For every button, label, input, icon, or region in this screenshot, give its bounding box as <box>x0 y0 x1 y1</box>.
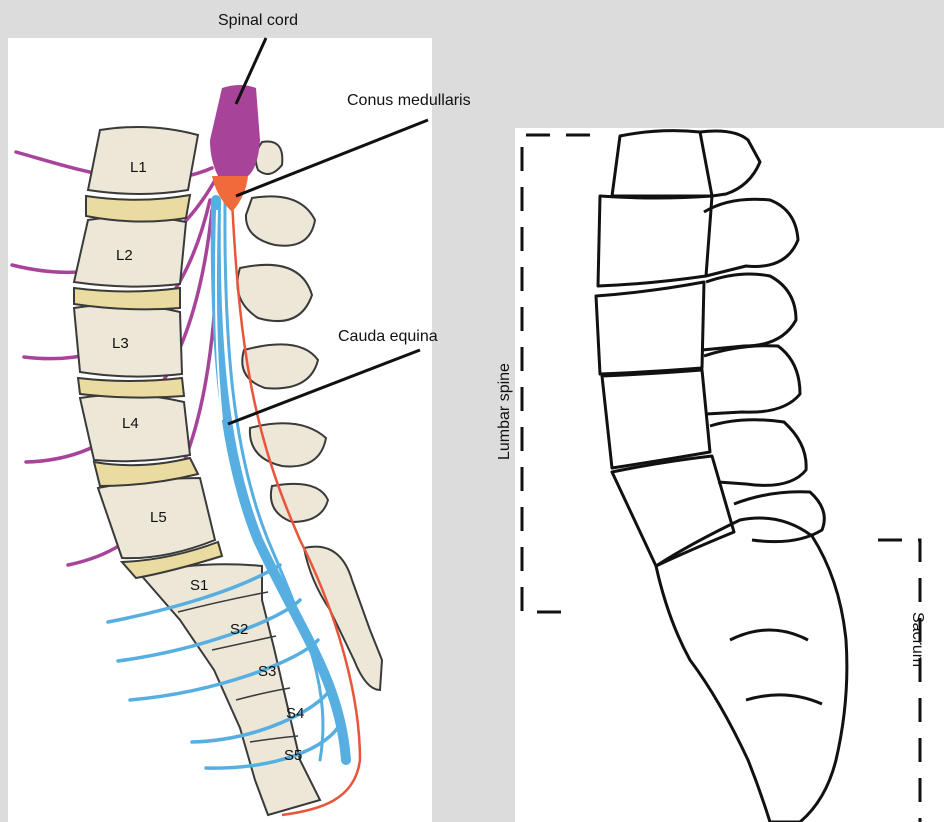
vertebra-label: L3 <box>112 335 129 352</box>
conus-medullaris-label: Conus medullaris <box>347 92 471 110</box>
lumbar-bracket <box>522 135 590 612</box>
sacrum-label: Sacrum <box>908 612 926 667</box>
vertebra-label: S5 <box>284 747 302 764</box>
spinal-cord-label: Spinal cord <box>218 12 298 30</box>
sacrum-bracket <box>878 540 920 822</box>
vertebra-label: L4 <box>122 415 139 432</box>
vertebra-label: S3 <box>258 663 276 680</box>
vertebra-label: S4 <box>286 705 304 722</box>
line-drawing-spine <box>596 131 847 822</box>
vertebra-label: S2 <box>230 621 248 638</box>
spinal-cord-shape <box>210 85 260 176</box>
vertebra-label: S1 <box>190 577 208 594</box>
lumbar-spine-label: Lumbar spine <box>496 363 514 460</box>
vertebra-label: L1 <box>130 159 147 176</box>
cauda-equina-label: Cauda equina <box>338 328 438 346</box>
vertebra-label: L5 <box>150 509 167 526</box>
vertebra-label: L2 <box>116 247 133 264</box>
